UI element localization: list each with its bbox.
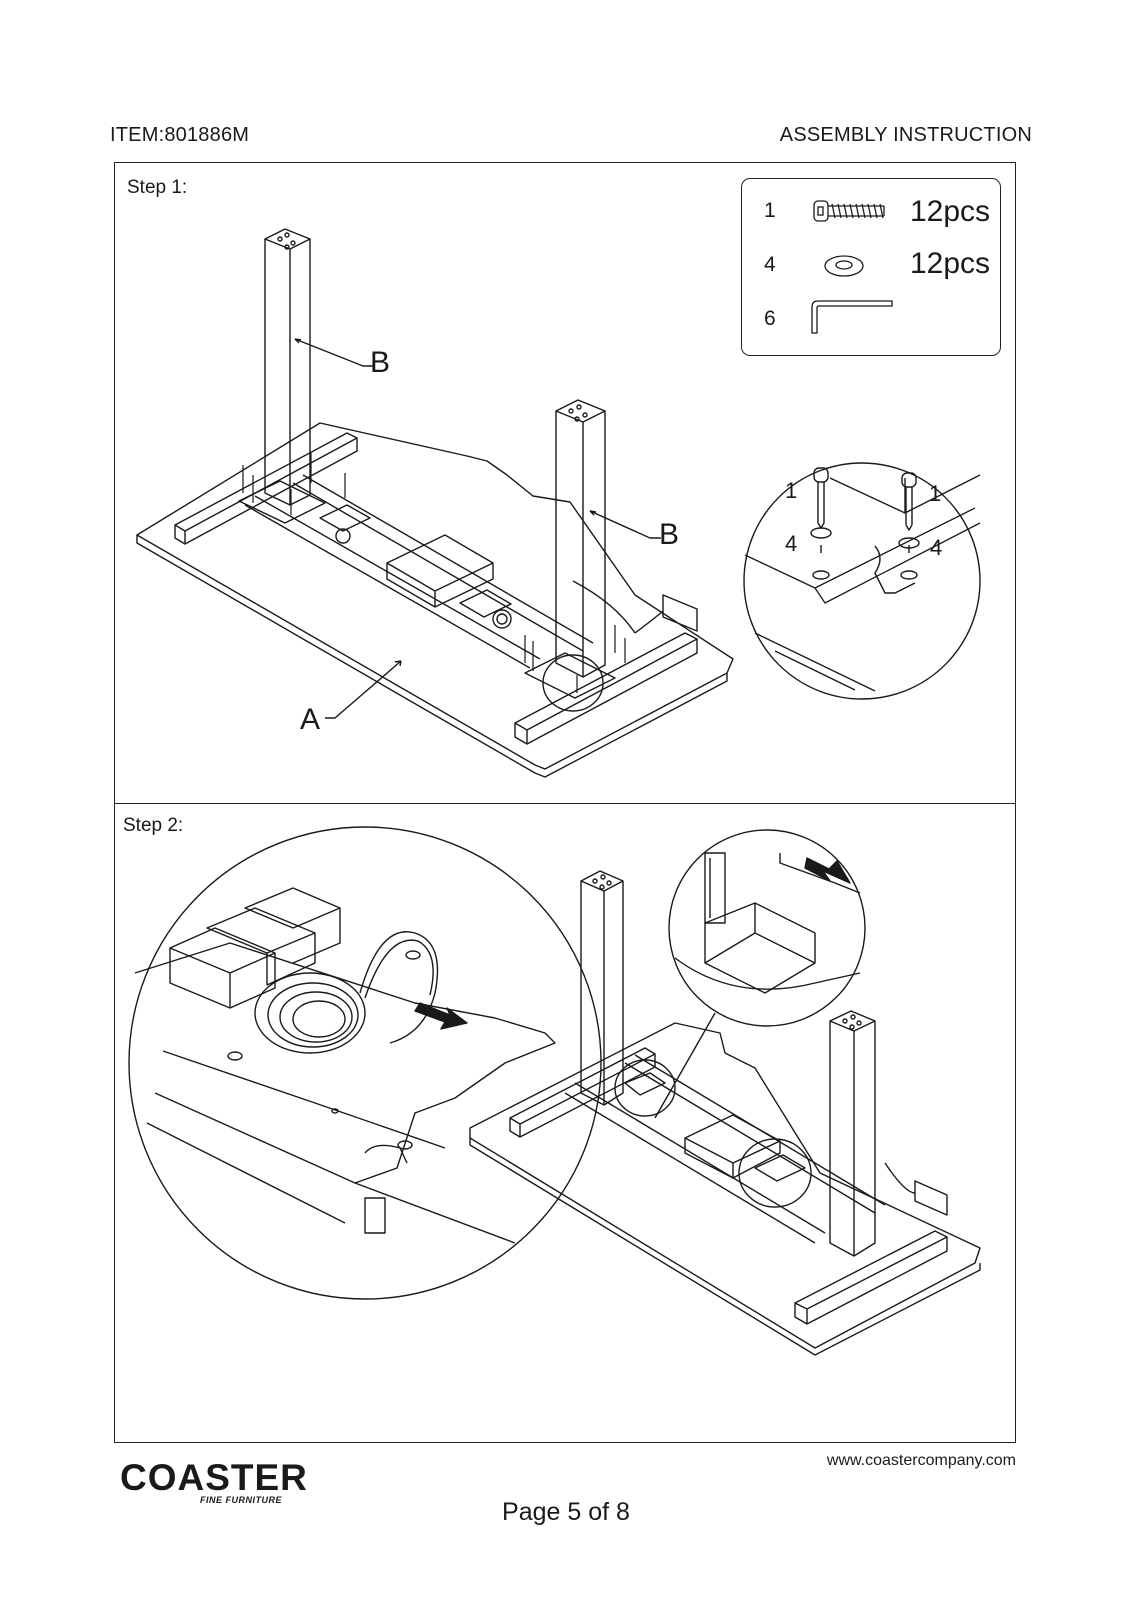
table-top [136, 422, 734, 770]
hardware-list: 1 12pcs 4 12pcs 6 [741, 178, 1001, 356]
instruction-frame: Step 1: [114, 162, 1016, 1443]
part-label-leg-left: B [370, 346, 391, 379]
connector-detail-magnifier [668, 829, 866, 1027]
leg-right [555, 411, 606, 678]
leg-right-step2 [829, 1010, 876, 1257]
coaster-logo: COASTER FINE FURNITURE [120, 1457, 307, 1509]
cable-detail-magnifier [128, 826, 602, 1300]
detail-label-screw-right: 1 [929, 481, 942, 506]
hardware-6-number: 6 [764, 307, 776, 330]
table-top-step2 [469, 1022, 981, 1349]
step2-illustration [128, 826, 981, 1356]
item-number: ITEM:801886M [110, 124, 250, 146]
screw-icon [813, 200, 885, 222]
hardware-4-qty: 12pcs [910, 247, 991, 280]
control-box [386, 534, 494, 608]
logo-wordmark: COASTER [120, 1457, 308, 1498]
step1-label: Step 1: [127, 177, 188, 198]
document-title: ASSEMBLY INSTRUCTION [779, 124, 1032, 146]
washer-icon [824, 255, 864, 277]
step2-label: Step 2: [123, 815, 184, 836]
detail-label-washer-right: 4 [930, 535, 943, 560]
part-label-leg-right: B [659, 518, 680, 551]
slide-arrow-left [414, 1002, 468, 1030]
part-label-table-top: A [300, 703, 321, 736]
company-url[interactable]: www.coastercompany.com [826, 1452, 1016, 1469]
allen-key-icon [811, 300, 893, 334]
step-divider [115, 803, 1015, 804]
logo-subtitle: FINE FURNITURE [200, 1495, 282, 1505]
hand-control [662, 594, 698, 632]
leg-left-step2 [580, 870, 624, 1106]
detail-label-screw-left: 1 [785, 478, 798, 503]
hardware-1-number: 1 [764, 199, 776, 222]
page-number: Page 5 of 8 [502, 1498, 630, 1526]
connector-block-1 [169, 927, 276, 1009]
cable-coil [254, 972, 366, 1054]
detail-magnifier [743, 462, 981, 700]
hardware-1-qty: 12pcs [910, 195, 991, 228]
cable-connector [704, 902, 816, 994]
hardware-4-number: 4 [764, 253, 776, 276]
detail-label-washer-left: 4 [785, 531, 798, 556]
slide-arrow-right [804, 857, 851, 884]
step1-illustration [136, 228, 981, 778]
